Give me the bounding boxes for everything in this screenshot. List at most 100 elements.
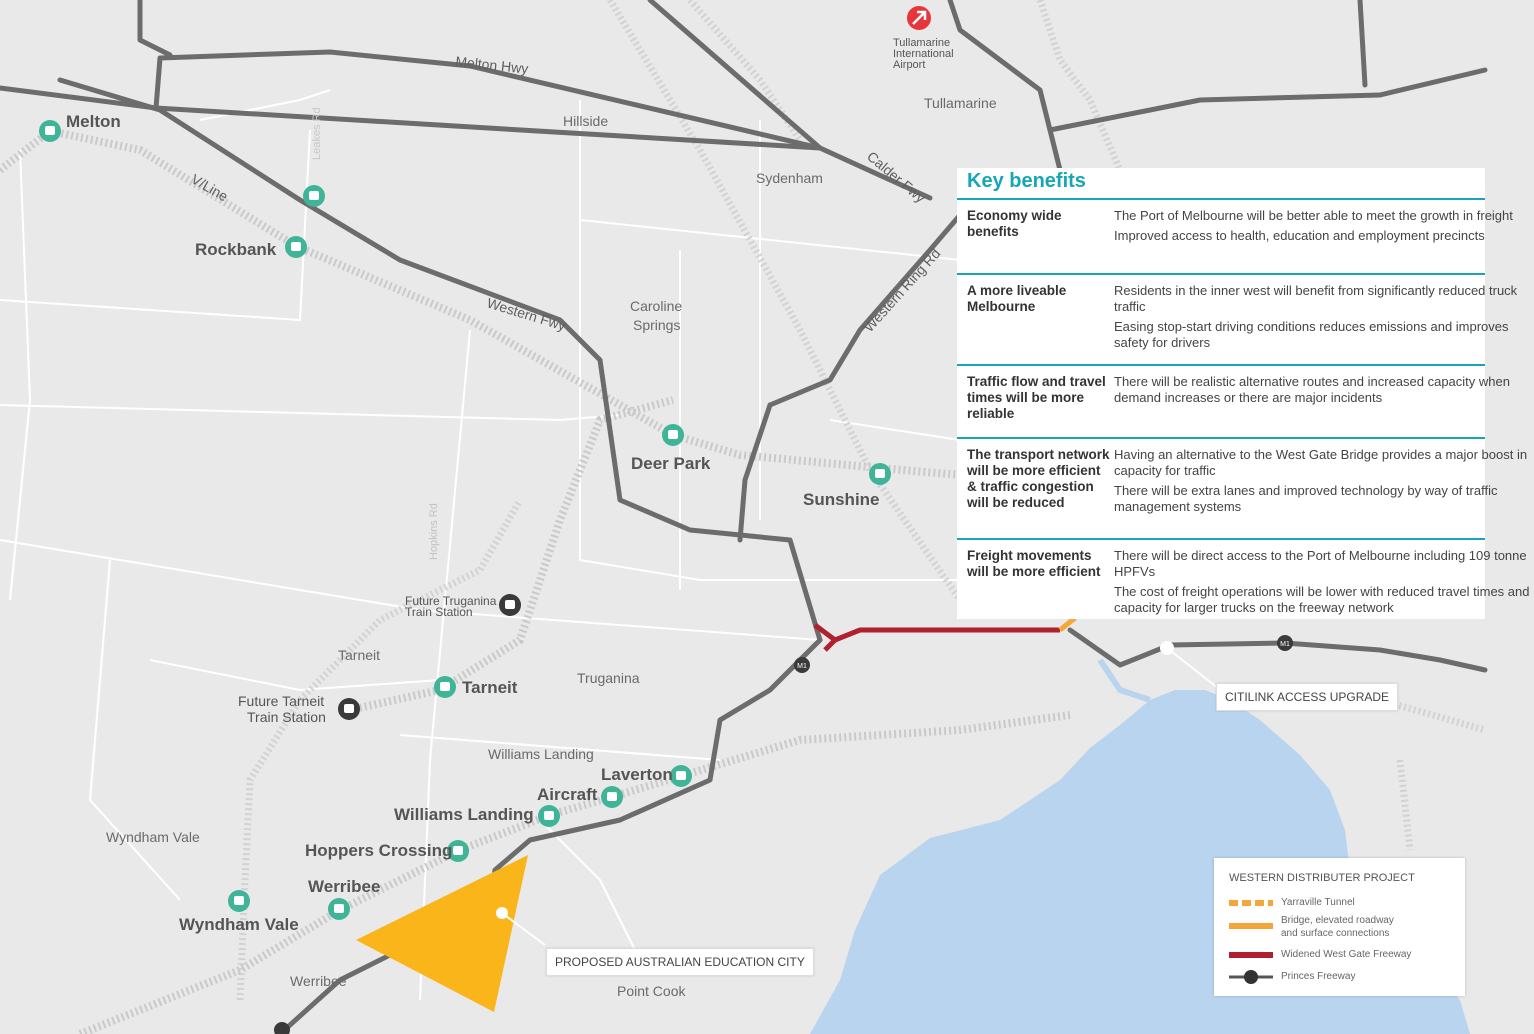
education-city-leader [501, 912, 546, 946]
benefit-heading: Freight movements will be more efficient [967, 548, 1101, 579]
benefit-row: Traffic flow and travel times will be mo… [957, 366, 1510, 439]
train-station-icon[interactable] [447, 840, 469, 862]
road-label-western-fwy: Western Fwy [485, 295, 568, 334]
station-label-melton: Melton [66, 112, 121, 131]
benefit-line: Residents in the inner west will benefit… [1114, 283, 1518, 314]
airport-icon [907, 6, 931, 30]
benefit-description: The Port of Melbourne will be better abl… [1114, 208, 1534, 267]
future-station-label: Train Station [247, 709, 326, 725]
future-station-icon[interactable] [338, 698, 360, 720]
future-station-label: Train Station [405, 605, 473, 619]
station-label-hoppers-crossing: Hoppers Crossing [305, 841, 452, 860]
road-label-vline: V/Line [189, 171, 232, 205]
citylink-upgrade-callout: CITILINK ACCESS UPGRADE [1216, 683, 1399, 711]
station-label-wyndham-vale: Wyndham Vale [179, 915, 299, 934]
train-station-icon[interactable] [601, 786, 623, 808]
benefit-line: Improved access to health, education and… [1114, 228, 1485, 243]
benefit-heading: Traffic flow and travel times will be mo… [967, 374, 1106, 421]
suburb-label: Truganina [577, 670, 640, 686]
solid-line-swatch [1229, 923, 1273, 929]
train-station-icon[interactable] [670, 765, 692, 787]
train-station-icon[interactable] [328, 898, 350, 920]
station-label-williams-landing: Williams Landing [394, 805, 534, 824]
train-station-icon[interactable] [39, 120, 61, 142]
airport-label: Airport [893, 59, 925, 71]
suburb-label: Caroline [630, 298, 682, 314]
map-legend: WESTERN DISTRIBUTER PROJECT Yarraville T… [1214, 858, 1465, 996]
suburb-label: Point Cook [617, 983, 686, 999]
station-label-tarneit: Tarneit [462, 678, 518, 697]
benefit-line: Having an alternative to the West Gate B… [1114, 447, 1528, 478]
benefit-heading: The transport network will be more effic… [967, 447, 1110, 510]
legend-label: Yarraville Tunnel [1281, 897, 1355, 908]
benefit-row: Economy wide benefits The Port of Melbou… [957, 200, 1513, 275]
widened-west-gate-freeway-branch [823, 638, 837, 652]
benefit-description: Having an alternative to the West Gate B… [1114, 447, 1534, 532]
train-station-icon[interactable] [434, 676, 456, 698]
train-station-icon[interactable] [285, 236, 307, 258]
citylink-dot [1160, 641, 1174, 655]
bridge-connection [1058, 616, 1077, 632]
legend-label: Bridge, elevated roadway and surface con… [1281, 915, 1394, 939]
education-city-area [356, 855, 528, 1012]
suburb-label: Werribee [290, 973, 347, 989]
benefit-line: The Port of Melbourne will be better abl… [1114, 208, 1513, 223]
road-label-leakes-rd: Leakes Rd [311, 107, 323, 160]
dashed-line-swatch [1229, 900, 1273, 906]
benefit-description: Residents in the inner west will benefit… [1114, 283, 1534, 358]
suburb-label: Springs [633, 317, 680, 333]
train-station-icon[interactable] [869, 463, 891, 485]
m1-marker: M1 [794, 657, 810, 673]
station-label-werribee: Werribee [308, 877, 380, 896]
svg-text:M1: M1 [797, 663, 807, 670]
benefit-line: There will be extra lanes and improved t… [1114, 483, 1498, 514]
citylink-leader [1166, 647, 1219, 689]
rail-lines [0, 0, 1486, 1034]
train-station-icon[interactable] [662, 424, 684, 446]
future-station-icon[interactable] [499, 594, 521, 616]
education-city-dot [496, 907, 508, 919]
benefit-row: A more liveable Melbourne Residents in t… [957, 275, 1517, 366]
train-station-icon[interactable] [303, 185, 325, 207]
station-label-rockbank: Rockbank [195, 240, 277, 259]
benefit-line: There will be direct access to the Port … [1114, 548, 1527, 579]
legend-title: WESTERN DISTRIBUTER PROJECT [1229, 872, 1415, 884]
benefit-row: The transport network will be more effic… [957, 439, 1527, 540]
svg-text:M1: M1 [1280, 641, 1290, 648]
suburb-label: Williams Landing [488, 746, 594, 762]
suburb-label: Wyndham Vale [106, 829, 200, 845]
future-station-label: Future Truganina [405, 594, 497, 608]
airport-label: International [893, 48, 954, 60]
education-city-callout: PROPOSED AUSTRALIAN EDUCATION CITY [546, 948, 814, 976]
road-label-western-ring-rd: Western Ring Rd [860, 245, 943, 335]
key-benefits-title: Key benefits [957, 168, 1485, 200]
benefit-line: The cost of freight operations will be l… [1114, 584, 1530, 615]
suburb-label: Tullamarine [924, 95, 997, 111]
legend-label: Princes Freeway [1281, 971, 1356, 982]
freeway-marker-swatch [1229, 970, 1273, 984]
station-label-deer-park: Deer Park [631, 454, 711, 473]
benefit-heading: A more liveable Melbourne [967, 283, 1067, 314]
red-line-swatch [1229, 952, 1273, 958]
road-label-melton-hwy: Melton Hwy [455, 53, 529, 77]
m1-marker: M1 [1277, 635, 1293, 651]
suburb-label: Tarneit [338, 647, 380, 663]
legend-label: Widened West Gate Freeway [1281, 949, 1412, 960]
minor-roads [0, 89, 961, 1001]
benefit-heading: Economy wide benefits [967, 208, 1062, 239]
benefit-description: There will be direct access to the Port … [1114, 548, 1534, 615]
benefit-line: There will be realistic alternative rout… [1114, 374, 1510, 405]
train-station-icon[interactable] [228, 890, 250, 912]
m1-marker [274, 1022, 290, 1034]
yarra-river [1097, 658, 1151, 703]
future-station-label: Future Tarneit [238, 693, 324, 709]
widened-west-gate-freeway [813, 623, 1060, 643]
benefit-line: Easing stop-start driving conditions red… [1114, 319, 1509, 350]
suburb-label: Hillside [563, 113, 608, 129]
station-label-aircraft: Aircraft [537, 785, 598, 804]
train-station-icon[interactable] [538, 805, 560, 827]
airport-label: Tullamarine [893, 37, 950, 49]
suburb-label: Sydenham [756, 170, 823, 186]
road-label-hopkins-rd: Hopkins Rd [428, 503, 440, 560]
